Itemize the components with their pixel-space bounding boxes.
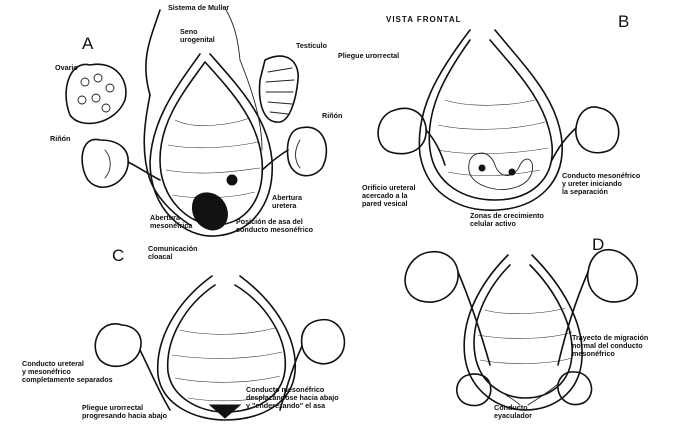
label-pliegue-urorrectal-b: Pliegue urorrectal <box>338 52 399 60</box>
label-abertura-mesonefrica: Abertura mesonéfrica <box>150 214 192 230</box>
label-conducto-ureteral-c: Conducto ureteral y mesonéfrico completa… <box>22 360 113 384</box>
panel-d-drawing <box>405 250 637 410</box>
label-trayecto-migracion: Trayecto de migración normal del conduct… <box>572 334 648 358</box>
label-ovario: Ovario <box>55 64 78 72</box>
label-rinon-left: Riñón <box>50 135 70 143</box>
label-rinon-right: Riñón <box>322 112 342 120</box>
view-heading: VISTA FRONTAL <box>386 15 462 24</box>
label-pliegue-urorrectal-c: Pliegue urorrectal progresando hacia aba… <box>82 404 167 420</box>
label-orificio-ureteral: Orificio ureteral acercado a la pared ve… <box>362 184 416 208</box>
label-seno-urogenital: Seno urogenital <box>180 28 215 44</box>
label-sistema-muller: Sistema de Muller <box>168 4 229 12</box>
label-comunicacion-cloacal: Comunicación cloacal <box>148 245 198 261</box>
panel-a-letter: A <box>82 34 93 54</box>
label-conducto-eyaculador: Conducto eyaculador <box>494 404 532 420</box>
label-zonas-crecimiento: Zonas de crecimiento celular activo <box>470 212 544 228</box>
panel-d-letter: D <box>592 235 604 255</box>
panel-b-letter: B <box>618 12 629 32</box>
label-abertura-uretera: Abertura uretera <box>272 194 302 210</box>
label-conducto-mesonefrico-c: Conducto mesonéfrico desplazándose hacia… <box>246 386 339 410</box>
label-posicion-asa: Posición de asa del conducto mesonéfrico <box>236 218 313 234</box>
panel-c-letter: C <box>112 246 124 266</box>
label-testiculo: Testiculo <box>296 42 327 50</box>
label-conducto-mesonefrico-b: Conducto mesonéfrico y ureter iniciando … <box>562 172 640 196</box>
